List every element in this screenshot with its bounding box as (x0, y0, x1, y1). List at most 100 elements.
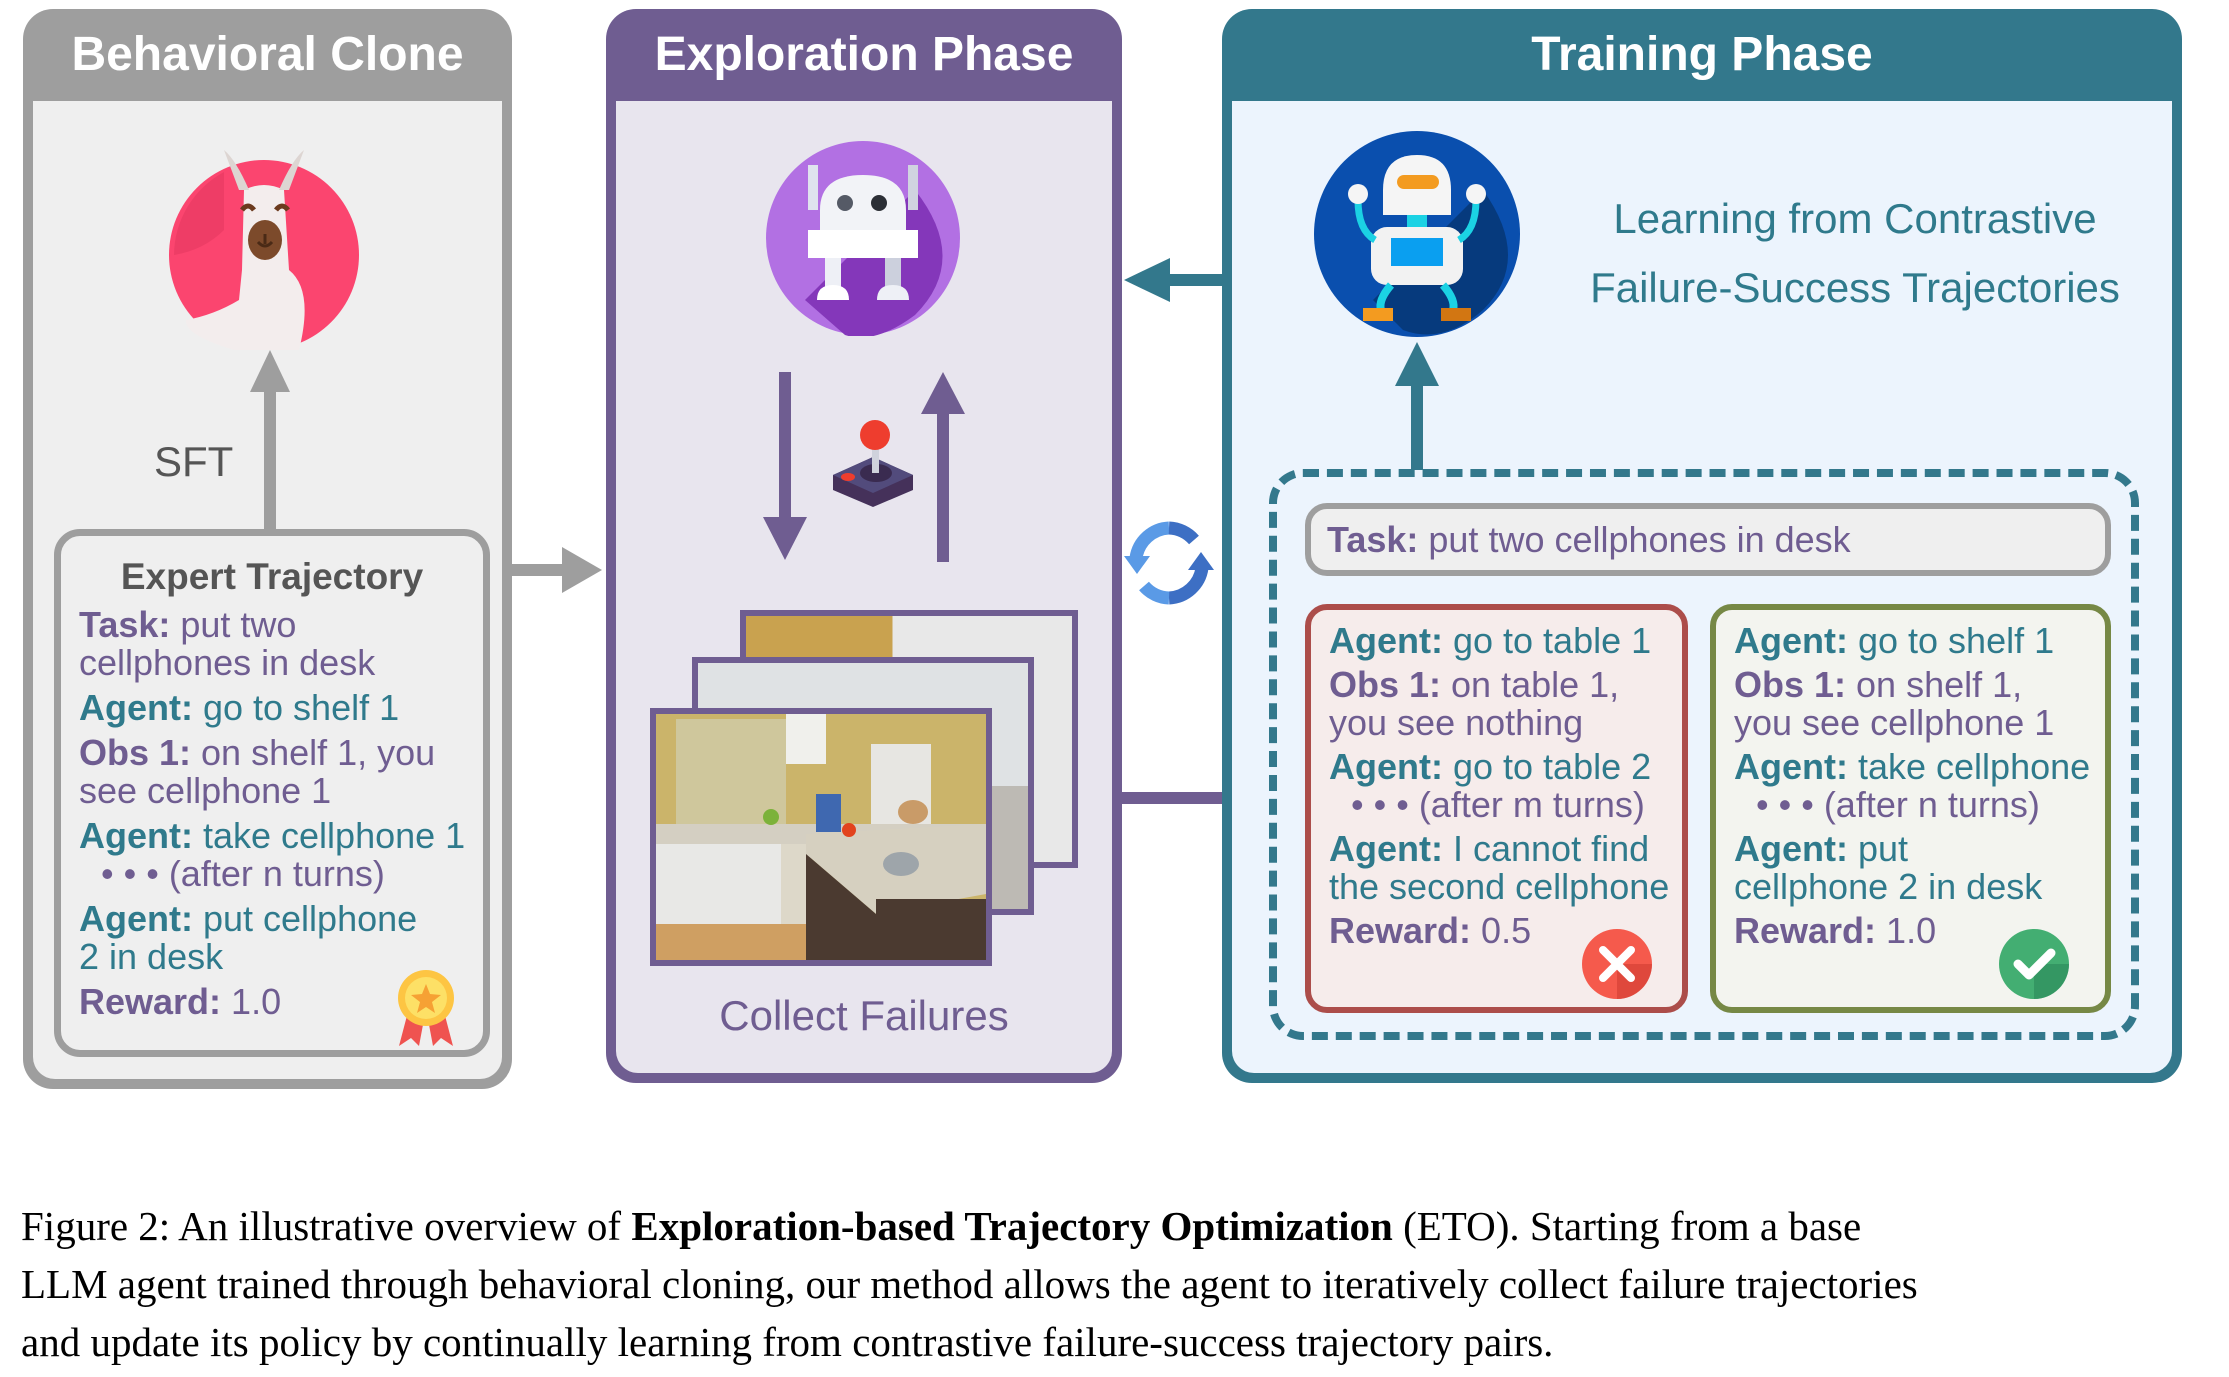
trajectory-line-label: Task: (79, 604, 181, 645)
trajectory-line: Agent: go to shelf 1 (1734, 622, 2054, 660)
trajectory-line-text: • • • (after n turns) (1756, 784, 2040, 825)
caption-text: (ETO). Starting from a base (1392, 1203, 1862, 1249)
trajectory-line-label: Agent: (1734, 746, 1858, 787)
contrastive-pairs-box (1269, 469, 2139, 1040)
trajectory-line-label: Agent: (1734, 620, 1858, 661)
trajectory-line: Agent: put cellphone (79, 900, 417, 938)
collect-failures-label: Collect Failures (719, 992, 1009, 1039)
trajectory-line-text: put two (180, 604, 297, 645)
trajectory-line-text: 1.0 (1886, 910, 1937, 951)
trajectory-line-label: Reward: (1734, 910, 1887, 951)
trajectory-line-text: take cellphone 1 (202, 815, 466, 856)
trajectory-line-label: Agent: (1329, 746, 1453, 787)
action-arrow-down (763, 372, 807, 560)
trajectory-line-text: 2 in desk (79, 936, 224, 977)
trajectory-line-text: take cellphone (1857, 746, 2091, 787)
trajectory-line-label: Agent: (79, 898, 203, 939)
trajectory-line: Agent: take cellphone (1734, 748, 2090, 786)
trajectory-line: Reward: 1.0 (1734, 912, 1936, 950)
trajectory-line: • • • (after m turns) (1351, 786, 1645, 824)
trajectory-line-text: 0.5 (1481, 910, 1532, 951)
trajectory-line-text: I cannot find (1452, 828, 1650, 869)
kitchen-scene (656, 714, 986, 960)
trajectory-line-label: Obs 1: (79, 732, 202, 773)
trajectory-line: Obs 1: on shelf 1, (1734, 666, 2022, 704)
training-task-box: Task: put two cellphones in desk (1305, 503, 2111, 576)
joystick-icon (833, 420, 913, 507)
expert-trajectory-title: Expert Trajectory (120, 556, 424, 597)
trajectory-line-text: go to table 1 (1452, 620, 1652, 661)
trajectory-line-text: cellphones in desk (79, 642, 376, 683)
llama-icon (169, 150, 359, 350)
update-policy-arrow (1395, 342, 1439, 470)
trajectory-line-label: Reward: (79, 981, 232, 1022)
trajectory-line-label: Reward: (1329, 910, 1482, 951)
trajectory-line-text: on shelf 1, you (201, 732, 436, 773)
trajectory-line-label: Agent: (1329, 620, 1453, 661)
trajectory-line-label: Agent: (1329, 828, 1453, 869)
trajectory-line-label: Agent: (79, 815, 203, 856)
sft-label: SFT (154, 438, 234, 485)
trajectory-line: Agent: put (1734, 830, 1908, 868)
trajectory-line: Obs 1: on shelf 1, you (79, 734, 435, 772)
trajectory-line-text: cellphone 2 in desk (1734, 866, 2043, 907)
trajectory-line-text: go to shelf 1 (1857, 620, 2055, 661)
figure-caption-line1: Figure 2: An illustrative overview of Ex… (21, 1202, 2221, 1250)
panel-title: Exploration Phase (654, 28, 1074, 81)
trajectory-line: see cellphone 1 (79, 772, 331, 810)
flow-arrow-to-exploration (510, 547, 602, 593)
trajectory-line: • • • (after n turns) (1756, 786, 2040, 824)
cross-icon (1582, 929, 1652, 999)
task-text: put two cellphones in desk (1428, 519, 1851, 560)
trajectory-line-text: • • • (after m turns) (1351, 784, 1645, 825)
trajectory-line: Reward: 1.0 (79, 983, 281, 1021)
medal-icon (398, 970, 454, 1046)
trajectory-line-text: go to table 2 (1452, 746, 1652, 787)
trajectory-line: Agent: go to table 1 (1329, 622, 1651, 660)
environment-screenshot-front (650, 708, 992, 966)
trajectory-line-label: Agent: (79, 687, 203, 728)
observation-arrow-up (921, 372, 965, 562)
trajectory-line: you see cellphone 1 (1734, 704, 2054, 742)
trajectory-line-text: see cellphone 1 (79, 770, 332, 811)
trajectory-line: Agent: take cellphone 1 (79, 817, 465, 855)
trajectory-line: • • • (after n turns) (101, 855, 385, 893)
trained-robot-icon (1314, 131, 1520, 337)
trajectory-line-text: put (1857, 828, 1909, 869)
panel-title: Training Phase (1531, 28, 1873, 81)
trajectory-line: Agent: go to table 2 (1329, 748, 1651, 786)
trajectory-line: Agent: go to shelf 1 (79, 689, 399, 727)
trajectory-line-text: put cellphone (202, 898, 418, 939)
trajectory-line: cellphone 2 in desk (1734, 868, 2042, 906)
trajectory-line: Reward: 0.5 (1329, 912, 1531, 950)
trajectory-line: Obs 1: on table 1, (1329, 666, 1619, 704)
check-icon (1999, 929, 2069, 999)
trajectory-line-text: 1.0 (231, 981, 282, 1022)
trajectory-line-label: Obs 1: (1734, 664, 1857, 705)
trajectory-line: Task: put two (79, 606, 296, 644)
robot-icon (766, 141, 960, 336)
trajectory-line-text: on shelf 1, (1856, 664, 2023, 705)
trajectory-line: 2 in desk (79, 938, 223, 976)
trajectory-line-text: go to shelf 1 (202, 687, 400, 728)
sync-icon (1124, 521, 1214, 605)
trajectory-line-text: you see nothing (1329, 702, 1584, 743)
trajectory-line-text: the second cellphone (1329, 866, 1670, 907)
trajectory-line-text: you see cellphone 1 (1734, 702, 2055, 743)
training-description-line1: Learning from Contrastive (1613, 195, 2097, 242)
trajectory-line: cellphones in desk (79, 644, 375, 682)
trajectory-line: you see nothing (1329, 704, 1583, 742)
trajectory-line-text: • • • (after n turns) (101, 853, 385, 894)
sft-arrow (250, 350, 290, 535)
panel-title: Behavioral Clone (71, 28, 464, 81)
training-description-line2: Failure-Success Trajectories (1590, 264, 2120, 311)
figure-caption-line3: and update its policy by continually lea… (21, 1319, 1554, 1365)
trajectory-line-label: Agent: (1734, 828, 1858, 869)
figure-caption-line2: LLM agent trained through behavioral clo… (21, 1261, 1918, 1307)
caption-text: Figure 2: An illustrative overview of (21, 1203, 632, 1249)
trajectory-line: the second cellphone (1329, 868, 1669, 906)
trajectory-line: Agent: I cannot find (1329, 830, 1649, 868)
flow-arrow-to-exploration-from-training (1124, 258, 1224, 302)
